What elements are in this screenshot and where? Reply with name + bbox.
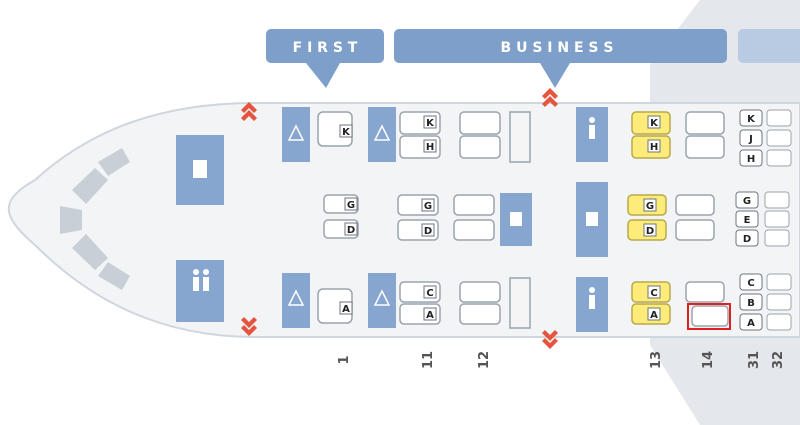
galley-mid-right [576, 182, 608, 257]
seat-1K[interactable]: K [317, 111, 353, 147]
svg-text:H: H [426, 142, 434, 153]
seat-13H[interactable]: H [631, 135, 671, 159]
closet-first-top [282, 107, 310, 162]
closet-first-bottom [282, 273, 310, 328]
svg-text:B: B [747, 298, 755, 309]
seat-13D[interactable]: D [627, 219, 667, 241]
seats-row-14[interactable] [675, 111, 729, 327]
svg-text:A: A [342, 304, 350, 315]
svg-text:G: G [646, 201, 654, 212]
row-number-12: 12 [477, 351, 492, 369]
svg-text:D: D [646, 226, 654, 237]
svg-text:J: J [748, 134, 753, 145]
row-number-11: 11 [421, 351, 436, 369]
row-number-14: 14 [701, 351, 716, 369]
business-cabin-band: B U S I N E S S [394, 29, 727, 88]
row-number-13: 13 [649, 351, 664, 369]
row-number-32: 32 [771, 351, 786, 369]
lavatory-mid-top [576, 107, 608, 162]
seat-11A[interactable]: A [399, 303, 441, 325]
svg-text:G: G [424, 201, 432, 212]
seat-1D[interactable]: D [323, 219, 359, 239]
seat-13A[interactable]: A [631, 303, 671, 325]
svg-text:K: K [747, 114, 756, 125]
svg-text:G: G [743, 196, 751, 207]
row-number-31: 31 [747, 351, 762, 369]
lavatory-mid-bottom [576, 277, 608, 332]
exit-arrow-mid-bottom [542, 330, 558, 349]
svg-text:K: K [426, 118, 435, 129]
seat-13C[interactable]: C [631, 281, 671, 303]
galley-mid-left [500, 193, 532, 246]
svg-text:C: C [426, 288, 433, 299]
seats-row-32[interactable] [764, 109, 792, 331]
svg-text:G: G [347, 200, 355, 211]
row-number-1: 1 [337, 355, 352, 364]
closet-business-top [368, 107, 396, 162]
first-cabin-label: F I R S T [293, 40, 358, 56]
svg-text:D: D [347, 225, 355, 236]
svg-text:A: A [426, 310, 434, 321]
seat-11G[interactable]: G [397, 194, 439, 216]
galley-front [176, 135, 224, 205]
svg-text:H: H [650, 142, 658, 153]
svg-text:A: A [747, 318, 755, 329]
svg-text:C: C [650, 288, 657, 299]
seat-1A[interactable]: A [317, 288, 353, 324]
exit-arrow-front-bottom [241, 317, 257, 336]
svg-text:C: C [747, 278, 754, 289]
cockpit-windows [60, 148, 130, 290]
lavatory-front [176, 260, 224, 322]
seat-13G[interactable]: G [627, 194, 667, 216]
seat-11H[interactable]: H [399, 135, 441, 159]
highlighted-seat-box [687, 303, 731, 330]
svg-text:K: K [650, 118, 659, 129]
next-cabin-band [738, 29, 800, 63]
closet-business-bottom [368, 273, 396, 328]
svg-text:D: D [743, 234, 751, 245]
exit-arrow-mid-top [542, 88, 558, 107]
svg-text:H: H [747, 154, 755, 165]
seat-11K[interactable]: K [399, 111, 441, 135]
exit-arrow-front-top [241, 102, 257, 121]
seat-11D[interactable]: D [397, 219, 439, 241]
svg-text:E: E [744, 215, 751, 226]
svg-text:D: D [424, 226, 432, 237]
svg-text:A: A [650, 310, 658, 321]
seat-1G[interactable]: G [323, 194, 359, 214]
seat-13K[interactable]: K [631, 111, 671, 135]
business-cabin-label: B U S I N E S S [501, 40, 614, 56]
seats-row-12[interactable] [453, 111, 531, 329]
seat-11C[interactable]: C [399, 281, 441, 303]
first-cabin-band: F I R S T [266, 29, 384, 88]
seats-row-31[interactable]: K J H G E D C B A [735, 109, 763, 331]
svg-text:K: K [342, 127, 351, 138]
